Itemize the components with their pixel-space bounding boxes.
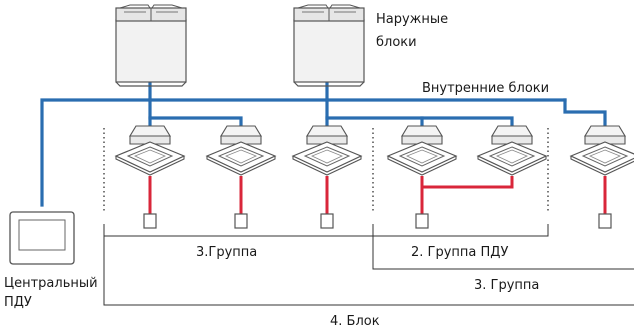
pipe-branch-d	[563, 98, 607, 128]
outdoor-unit-icon	[115, 4, 187, 87]
dotted-separators	[103, 128, 549, 212]
cassette-indoor-unit-icon	[387, 125, 457, 176]
central-controller-icon	[9, 211, 75, 265]
wall-controller-icon	[415, 213, 429, 229]
bracket-group3-right	[372, 236, 634, 270]
wall-controller-icon	[234, 213, 248, 229]
outdoor-unit-icon	[293, 4, 365, 87]
pipe-trunk	[40, 98, 567, 207]
cassette-indoor-unit-icon	[206, 125, 276, 176]
cassette-indoor-unit-icon	[570, 125, 634, 176]
wall-controller-icon	[320, 213, 334, 229]
group2-remote-label: 2. Группа ПДУ	[411, 245, 508, 260]
bracket-group2-remote	[373, 224, 549, 237]
group-brackets	[103, 224, 634, 306]
pipe-branch-a	[148, 98, 243, 128]
wire-group-remote	[420, 176, 514, 214]
central-controller-label-2: ПДУ	[4, 295, 32, 310]
outdoor-units-label: Наружные	[376, 12, 448, 27]
bracket-block4	[103, 236, 634, 306]
block4-label: 4. Блок	[330, 314, 380, 329]
group3-right-label: 3. Группа	[474, 278, 539, 293]
remote-wiring	[148, 176, 607, 214]
cassette-indoor-unit-icon	[477, 125, 547, 176]
refrigerant-piping	[40, 80, 607, 207]
cassette-indoor-unit-icon	[292, 125, 362, 176]
bracket-group3-left	[103, 224, 374, 237]
indoor-units-label: Внутренние блоки	[422, 81, 549, 96]
wall-controller-icon	[598, 213, 612, 229]
outdoor-units-label-2: блоки	[376, 35, 417, 50]
wall-controller-icon	[143, 213, 157, 229]
group3-left-label: 3.Группа	[196, 245, 257, 260]
cassette-indoor-unit-icon	[115, 125, 185, 176]
pipe-branch-c	[325, 116, 514, 128]
central-controller-label: Центральный	[4, 276, 98, 291]
